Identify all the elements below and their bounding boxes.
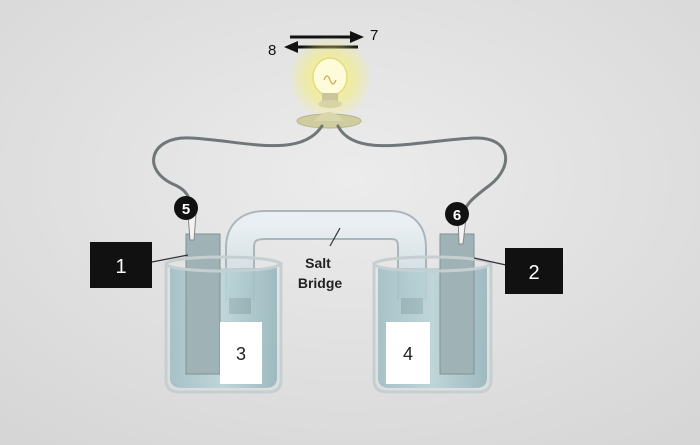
beaker-left-label-card (220, 322, 262, 384)
callout-1-box (90, 242, 152, 288)
wire-right (336, 124, 508, 220)
callout-2-pointer (473, 257, 507, 266)
label-3: 3 (236, 344, 246, 364)
bulb-filament (323, 75, 337, 85)
label-5: 5 (182, 201, 190, 218)
callout-1: 1 (90, 242, 189, 288)
electrode-right (439, 233, 475, 375)
wire-left (152, 124, 324, 216)
beaker-right: 4 (372, 233, 493, 394)
terminal-6: 6 (445, 202, 469, 226)
beaker-left-glass (164, 262, 283, 394)
salt-bridge-label-line2: Bridge (298, 275, 343, 291)
label-1: 1 (115, 256, 126, 278)
terminal-5-circle (174, 196, 198, 220)
label-6: 6 (453, 207, 461, 224)
electrode-left (185, 233, 221, 375)
label-2: 2 (528, 262, 539, 284)
arrow-left-head (284, 41, 298, 53)
beaker-right-glass (372, 262, 493, 394)
bulb-base-top (314, 112, 344, 121)
light-bulb-icon (288, 36, 372, 129)
label-4: 4 (403, 344, 413, 364)
terminal-5: 5 (174, 196, 198, 220)
beaker-right-label-card (386, 322, 430, 384)
arrow-right-head (350, 31, 364, 43)
callout-1-pointer (151, 254, 189, 263)
salt-bridge-label-line1: Salt (305, 255, 331, 271)
bulb-neck (322, 93, 338, 103)
bulb-glass (312, 57, 348, 97)
terminal-6-circle (445, 202, 469, 226)
external-wires (152, 124, 508, 220)
beaker-left: 3 (164, 233, 283, 394)
bulb-socket (318, 100, 342, 108)
label-7: 7 (370, 27, 378, 44)
salt-bridge-pointer (329, 227, 341, 247)
callout-2-box (505, 248, 563, 294)
label-8: 8 (268, 42, 276, 59)
callout-2: 2 (473, 248, 563, 294)
beaker-left-rim (164, 255, 282, 273)
beaker-right-rim (372, 255, 492, 273)
